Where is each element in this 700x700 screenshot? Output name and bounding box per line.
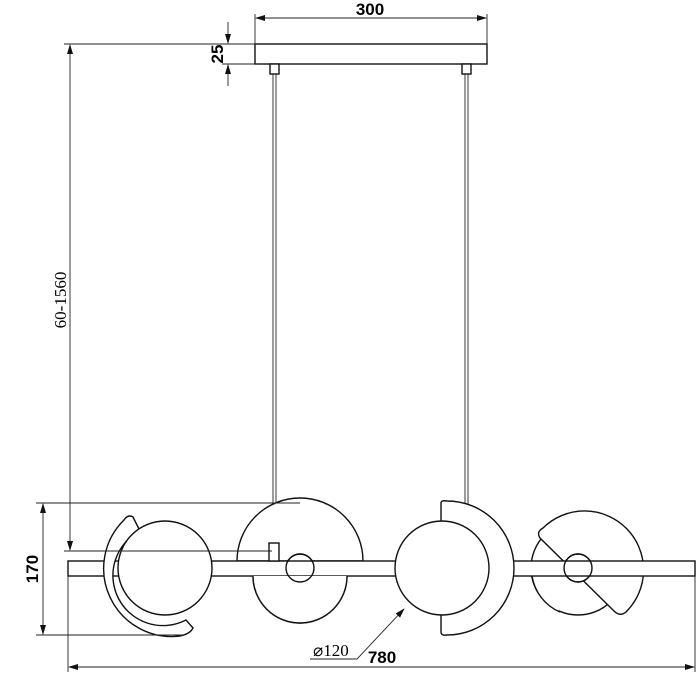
cable-connector-right <box>461 63 472 75</box>
suspension-cable-left <box>272 74 277 543</box>
dimension-label-25: 25 <box>208 45 227 64</box>
canopy <box>254 43 488 65</box>
dimension-suspension-length: 60-1560 <box>51 43 272 552</box>
cable-connector-left <box>269 63 280 75</box>
lamp-1 <box>102 515 213 638</box>
bottom-cable-connector <box>268 542 280 562</box>
suspension-cable-right <box>464 74 469 505</box>
lamp-3 <box>394 500 515 636</box>
dimension-canopy-width: 300 <box>254 0 488 44</box>
dimension-label-globe-diameter: ⌀120 <box>313 641 349 660</box>
dimension-label-300: 300 <box>356 0 384 19</box>
horizontal-bar <box>67 560 696 577</box>
dimension-canopy-height: 25 <box>208 22 255 86</box>
dimension-total-length: 780 <box>67 576 696 672</box>
dimension-globe-diameter: ⌀120 <box>310 608 405 660</box>
dimension-label-170: 170 <box>23 555 42 583</box>
dimension-label-780: 780 <box>368 648 396 667</box>
dimension-label-60-1560: 60-1560 <box>51 272 70 329</box>
dimension-fixture-height: 170 <box>23 502 300 636</box>
